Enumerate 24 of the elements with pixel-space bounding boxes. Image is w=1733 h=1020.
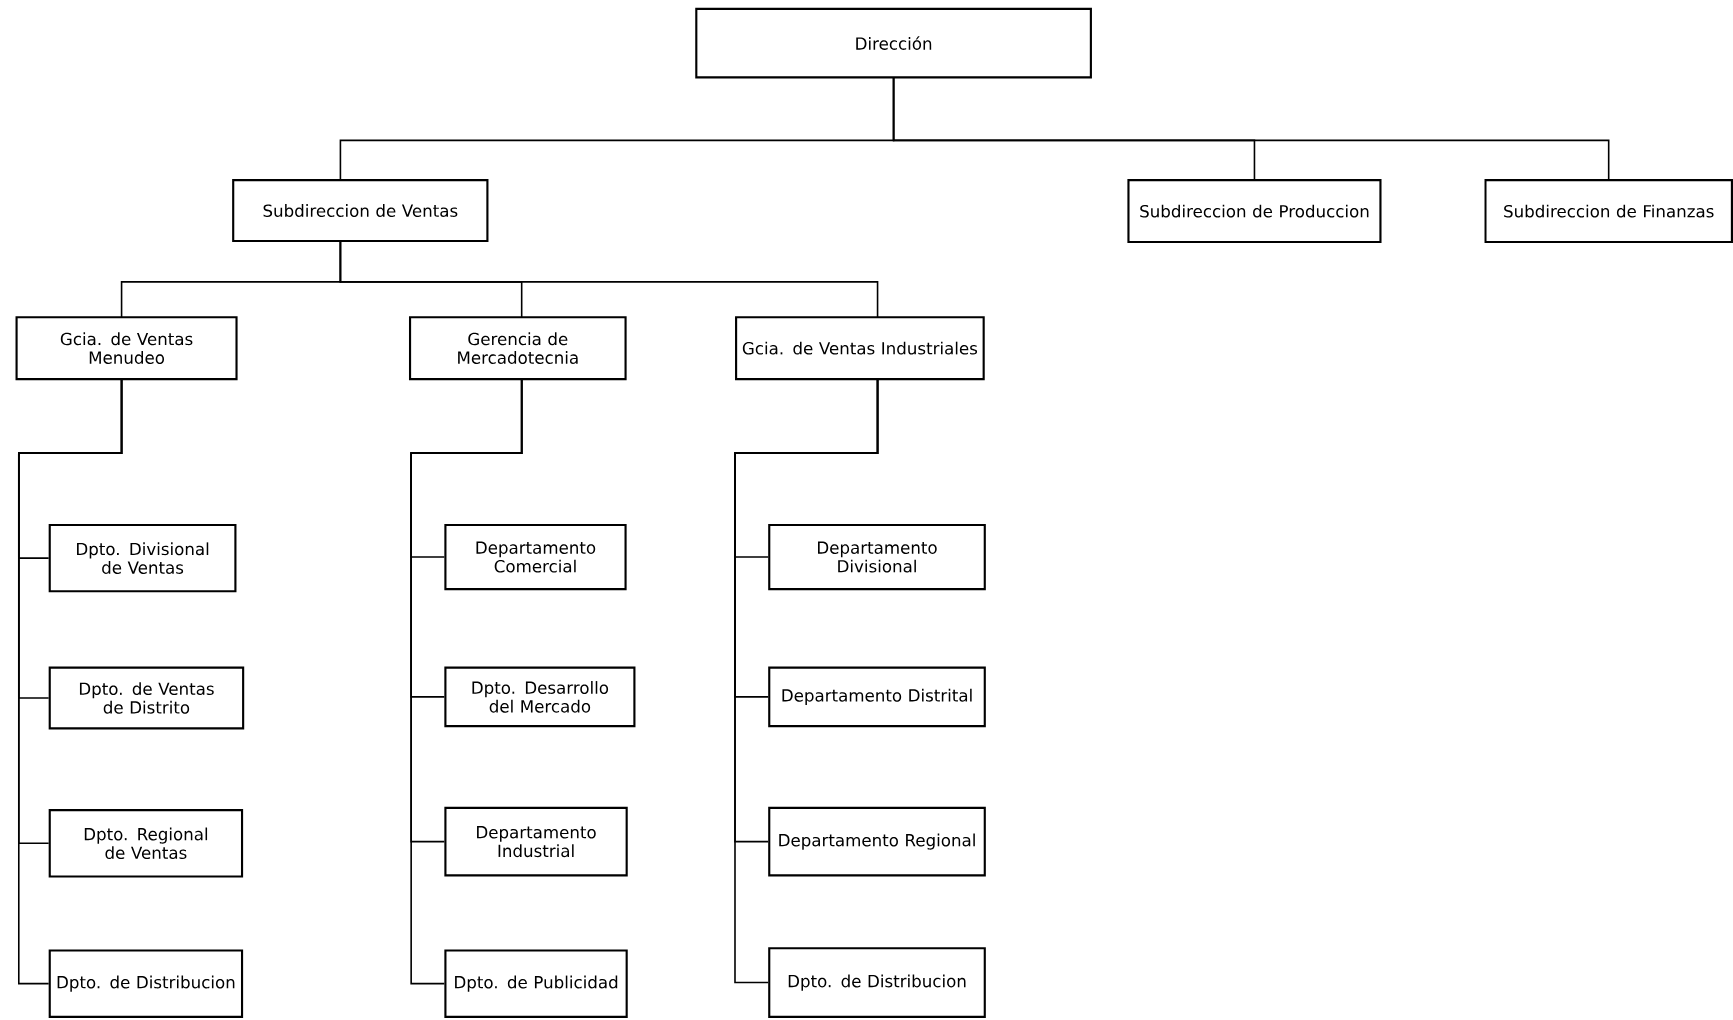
- connector-line: [892, 76, 1610, 181]
- position-box: Dpto. de Distribucion: [48, 949, 244, 1018]
- position-box: Dpto. de Ventas de Distrito: [48, 666, 245, 730]
- position-box: Departamento Divisional: [768, 523, 986, 591]
- connector-line: [18, 378, 123, 985]
- position-box: Subdireccion de Produccion: [1127, 179, 1382, 244]
- position-box: Dpto. Desarrollo del Mercado: [444, 666, 636, 728]
- position-box: Dpto. Regional de Ventas: [48, 809, 244, 878]
- position-box: Subdireccion de Ventas: [232, 179, 489, 242]
- connector-line: [410, 378, 523, 985]
- position-box: Subdireccion de Finanzas: [1484, 179, 1733, 244]
- position-box: Dpto. de Publicidad: [444, 949, 628, 1018]
- position-box: Gerencia de Mercadotecnia: [409, 316, 627, 381]
- position-box: Dpto. Divisional de Ventas: [48, 523, 237, 593]
- position-box: Dpto. de Distribucion: [768, 947, 986, 1018]
- position-box: Departamento Distrital: [768, 666, 986, 728]
- position-box: Departamento Regional: [768, 806, 986, 877]
- position-box: Departamento Comercial: [444, 523, 627, 591]
- connector-line: [339, 240, 879, 318]
- position-box: Dirección: [695, 7, 1092, 79]
- position-box: Departamento Industrial: [444, 806, 628, 877]
- position-box: Gcia. de Ventas Industriales: [735, 316, 985, 381]
- connector-line: [734, 378, 879, 984]
- position-box: Gcia. de Ventas Menudeo: [15, 316, 238, 381]
